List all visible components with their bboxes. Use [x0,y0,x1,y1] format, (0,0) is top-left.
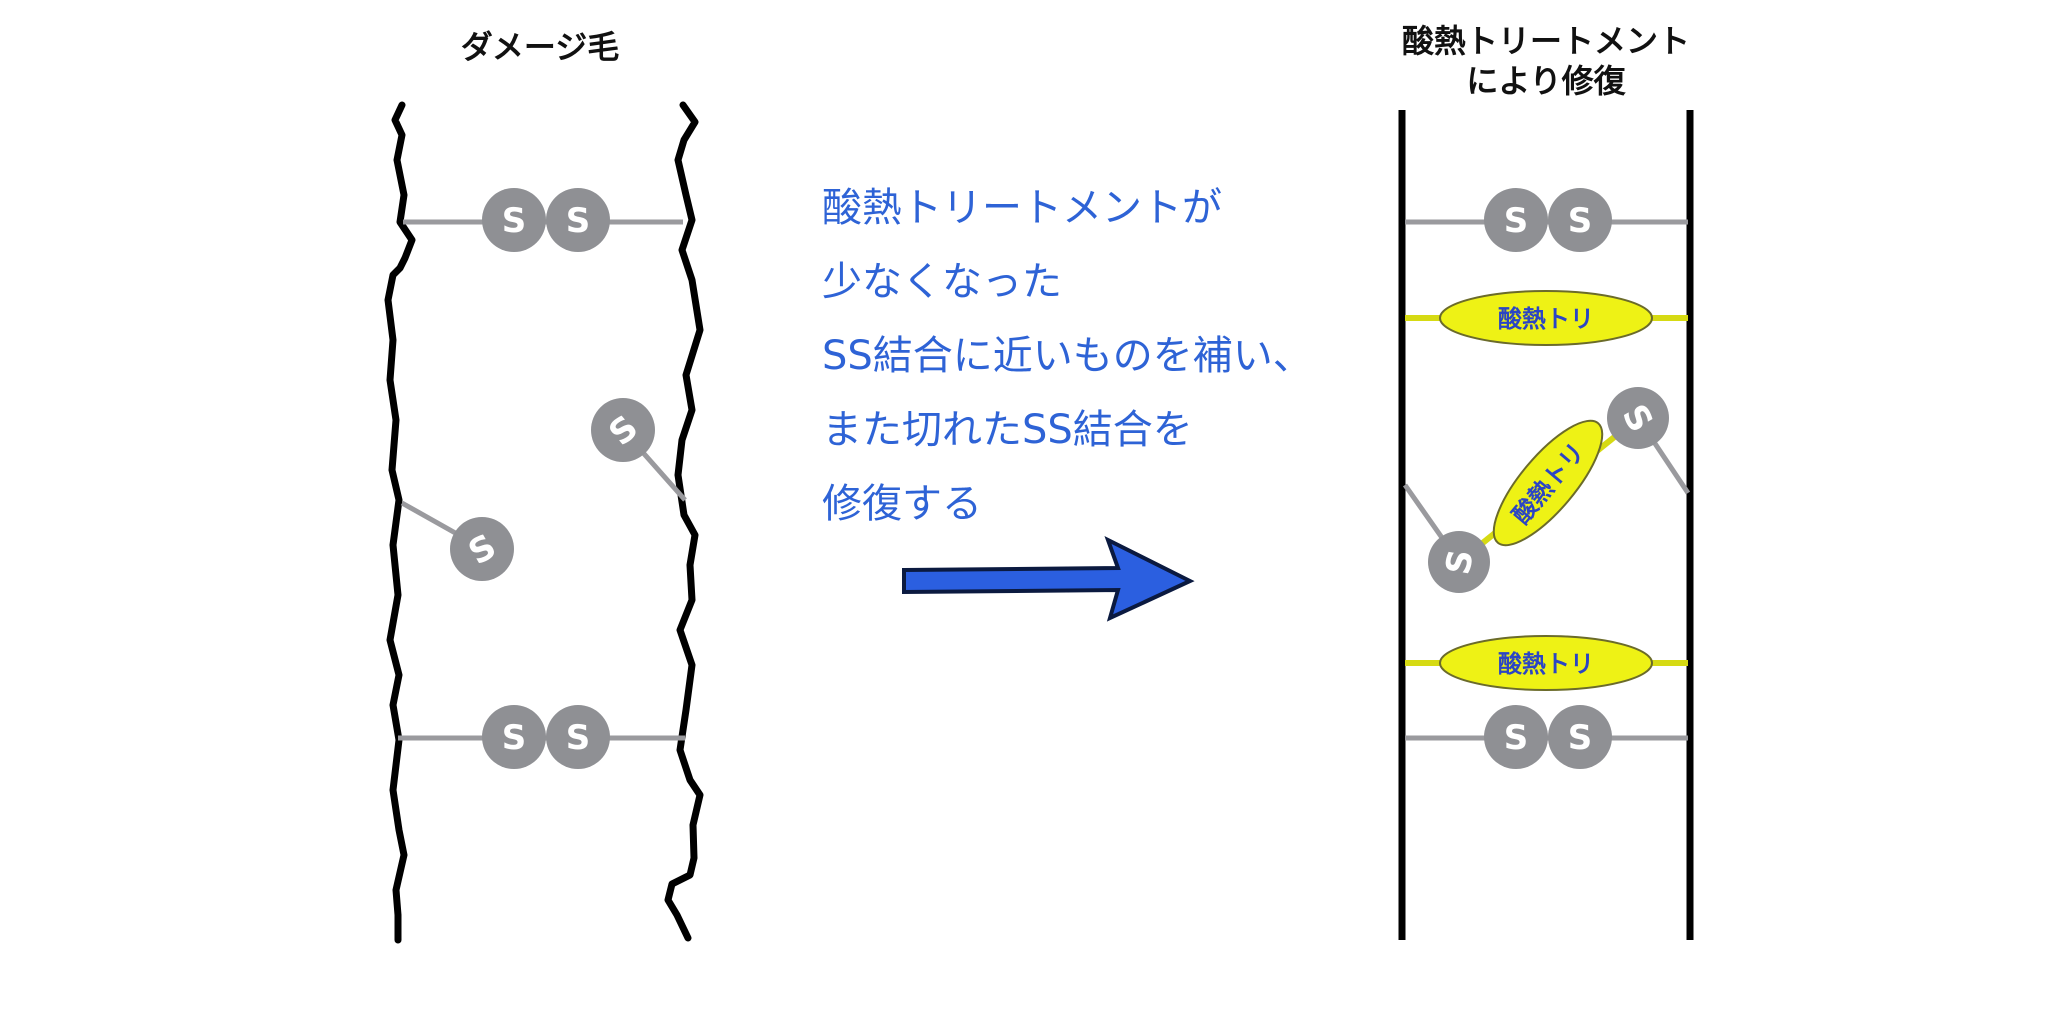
sulfur-label: S [502,718,527,758]
annotation-text: 酸熱トリートメントが 少なくなった SS結合に近いものを補い、 また切れたSS結… [822,185,1313,527]
sulfur-label: S [1568,718,1593,758]
annotation-line-1: 酸熱トリートメントが [822,185,1222,231]
annotation-line-3: SS結合に近いものを補い、 [822,333,1313,379]
repaired-ss-bond-top: S S [1405,188,1688,252]
repaired-hair-title-line2: により修復 [1466,62,1626,100]
broken-bond-right: S [591,398,685,500]
acid-heat-repaired-bond: 酸熱トリ S S [1405,387,1688,593]
sulfur-label: S [1504,718,1529,758]
annotation-line-5: 修復する [822,481,982,527]
acid-heat-label: 酸熱トリ [1498,650,1594,678]
repaired-ss-bond-bottom: S S [1405,705,1688,769]
broken-bond-left: S [402,503,514,581]
annotation-line-2: 少なくなった [822,259,1062,305]
damaged-ss-bond-bottom: S S [398,705,685,769]
right-arrow-icon [904,540,1190,618]
acid-heat-bond-2: 酸熱トリ [1405,636,1688,690]
damaged-hair-left-wall [388,105,412,940]
sulfur-label: S [1504,201,1529,241]
damaged-hair-title: ダメージ毛 [461,28,619,66]
sulfur-label: S [566,201,591,241]
sulfur-label: S [1568,201,1593,241]
annotation-line-4: また切れたSS結合を [822,407,1193,453]
repaired-hair-title-line1: 酸熱トリートメント [1402,22,1690,60]
acid-heat-bond-1: 酸熱トリ [1405,291,1688,345]
sulfur-label: S [502,201,527,241]
damaged-hair-right-wall [668,105,700,938]
acid-heat-label: 酸熱トリ [1498,305,1594,333]
damaged-ss-bond-top: S S [403,188,683,252]
sulfur-label: S [566,718,591,758]
